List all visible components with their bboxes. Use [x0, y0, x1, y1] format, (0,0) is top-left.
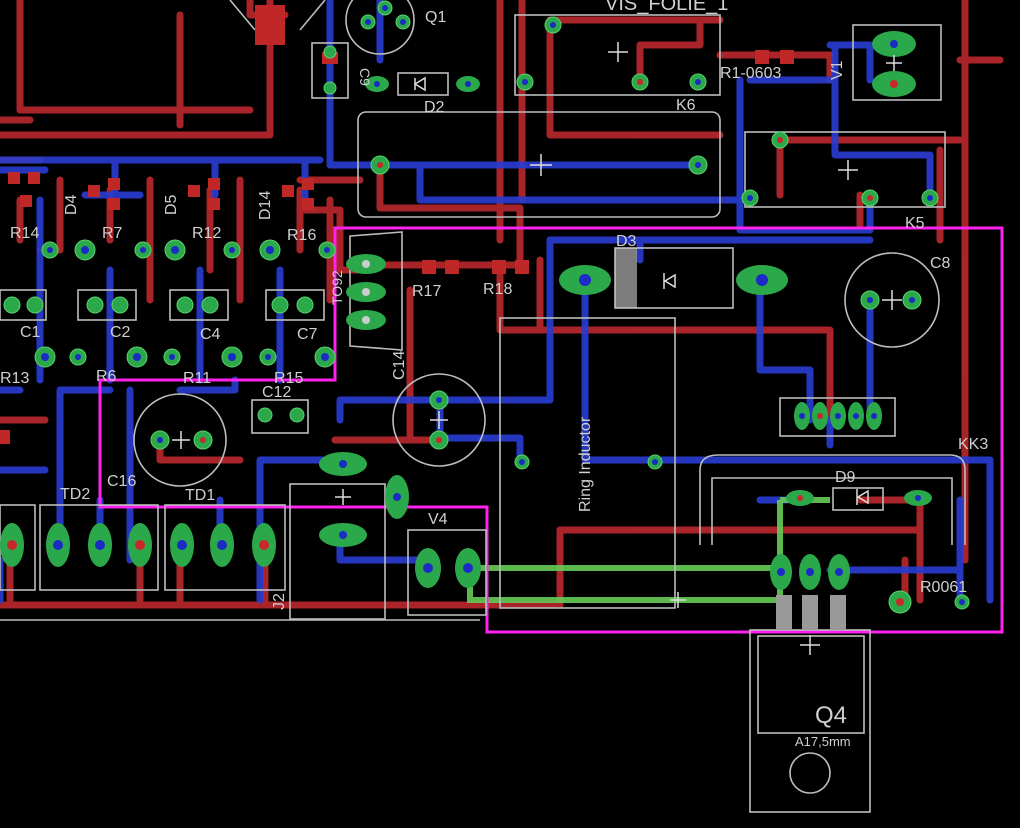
label-r15: R15	[274, 370, 303, 387]
label-c8: C8	[930, 255, 951, 272]
label-c14: C14	[391, 351, 408, 380]
label-q4: Q4	[815, 702, 847, 729]
label-d4: D4	[63, 194, 80, 215]
label-c9: C9	[357, 68, 373, 86]
label-c7: C7	[297, 326, 318, 343]
label-ring: Ring Inductor	[577, 416, 594, 512]
label-td1: TD1	[185, 487, 215, 504]
label-c1: C1	[20, 324, 41, 341]
component-labels: VIS_FOLIE_1 Q1 C9 D2 R1-0603 V1 K6 K5 D4…	[0, 0, 988, 749]
label-r17: R17	[412, 283, 441, 300]
diode-symbols	[413, 76, 869, 505]
label-td2: TD2	[60, 486, 90, 503]
silkscreen-outlines	[0, 0, 966, 813]
label-r0061: R0061	[920, 579, 967, 596]
label-r11: R11	[183, 370, 211, 387]
label-v4: V4	[428, 511, 448, 528]
label-c16: C16	[107, 473, 136, 490]
label-d14: D14	[257, 191, 274, 220]
group-selection-outline[interactable]	[98, 226, 1004, 634]
label-heatsink: A17,5mm	[795, 734, 851, 749]
smd-pads	[0, 5, 794, 444]
label-c12: C12	[262, 384, 291, 401]
label-d9: D9	[835, 469, 856, 486]
label-d5: D5	[163, 194, 180, 215]
label-c2: C2	[110, 324, 131, 341]
label-r6: R6	[96, 368, 117, 385]
label-r1: R1-0603	[720, 65, 781, 82]
label-kk3: KK3	[958, 436, 988, 453]
origin-markers	[172, 42, 902, 655]
through-hole-pads	[0, 0, 970, 630]
label-d2: D2	[424, 99, 445, 116]
label-r12: R12	[192, 225, 221, 242]
label-r18: R18	[483, 281, 512, 298]
label-vis: VIS_FOLIE_1	[605, 0, 728, 15]
label-r13: R13	[0, 370, 29, 387]
label-r14: R14	[10, 225, 39, 242]
label-k6: K6	[676, 97, 696, 114]
label-r16: R16	[287, 227, 316, 244]
label-r7: R7	[102, 225, 123, 242]
label-j2: J2	[271, 593, 288, 610]
label-d3: D3	[616, 233, 637, 250]
label-v1: V1	[829, 60, 846, 80]
label-k5: K5	[905, 215, 925, 232]
label-q1: Q1	[425, 9, 446, 26]
label-c4: C4	[200, 326, 221, 343]
top-copper-traces	[0, 0, 1004, 609]
label-to92: TO92	[329, 270, 345, 305]
